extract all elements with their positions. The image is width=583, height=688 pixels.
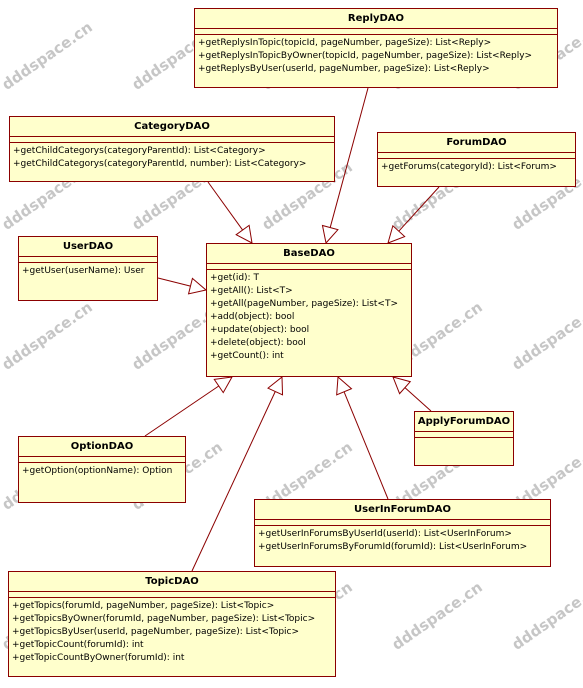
attributes-compartment — [19, 457, 185, 463]
class-name: UserInForumDAO — [255, 500, 550, 520]
operations-compartment: +getChildCategorys(categoryParentId): Li… — [10, 143, 334, 171]
class-name: TopicDAO — [9, 572, 335, 592]
class-name: BaseDAO — [207, 244, 411, 264]
generalization-arrowhead-reply — [321, 224, 339, 245]
operation: +getAll(): List<T> — [210, 286, 293, 296]
operations-compartment: +getForums(categoryId): List<Forum> — [378, 159, 575, 174]
class-category-dao[interactable]: CategoryDAO +getChildCategorys(categoryP… — [9, 116, 335, 182]
watermark-text: dddspace.cn — [508, 298, 583, 374]
operation: +getChildCategorys(categoryParentId, num… — [13, 159, 307, 169]
generalization-line-user — [157, 277, 191, 287]
watermark-text: dddspace.cn — [508, 578, 583, 654]
operations-compartment: +get(id): T +getAll(): List<T> +getAll(pag… — [207, 270, 411, 363]
generalization-arrowhead-userInForum — [336, 375, 353, 396]
generalization-arrowhead-applyForum — [392, 376, 412, 395]
operation: +getTopicsByUser(userId, pageNumber, pag… — [12, 627, 300, 637]
operation: +delete(object): bool — [210, 338, 306, 348]
class-name: ReplyDAO — [195, 9, 557, 29]
operations-compartment: +getTopics(forumId, pageNumber, pageSize… — [9, 598, 335, 665]
operation: +getReplysInTopicByOwner(topicId, pageNu… — [198, 51, 533, 61]
operation: +getUser(userName): User — [22, 266, 145, 276]
attributes-compartment — [207, 264, 411, 270]
generalization-line-topic — [191, 391, 276, 572]
attributes-compartment — [10, 137, 334, 143]
attributes-compartment — [378, 153, 575, 159]
class-name: CategoryDAO — [10, 117, 334, 137]
class-name: ForumDAO — [378, 133, 575, 153]
class-apply-forum-dao[interactable]: ApplyForumDAO — [414, 411, 514, 466]
generalization-line-option — [144, 385, 220, 437]
watermark-text: dddspace.cn — [0, 18, 96, 94]
generalization-line-forum — [398, 186, 440, 232]
operation: +getChildCategorys(categoryParentId): Li… — [13, 146, 266, 156]
class-user-dao[interactable]: UserDAO +getUser(userName): User — [18, 236, 158, 301]
operation: +getCount(): int — [210, 351, 284, 361]
operations-compartment: +getUser(userName): User — [19, 263, 157, 278]
watermark-text: dddspace.cn — [388, 578, 485, 654]
operations-compartment: +getOption(optionName): Option — [19, 463, 185, 478]
class-name: OptionDAO — [19, 437, 185, 457]
class-option-dao[interactable]: OptionDAO +getOption(optionName): Option — [18, 436, 186, 503]
class-name: UserDAO — [19, 237, 157, 257]
operation: +getTopicCount(forumId): int — [12, 640, 144, 650]
class-forum-dao[interactable]: ForumDAO +getForums(categoryId): List<Fo… — [377, 132, 576, 187]
attributes-compartment — [415, 432, 513, 438]
class-topic-dao[interactable]: TopicDAO +getTopics(forumId, pageNumber,… — [8, 571, 336, 677]
attributes-compartment — [195, 29, 557, 35]
class-user-in-forum-dao[interactable]: UserInForumDAO +getUserInForumsByUserId(… — [254, 499, 551, 567]
generalization-arrowhead-topic — [267, 375, 284, 396]
generalization-line-applyForum — [404, 387, 432, 412]
class-reply-dao[interactable]: ReplyDAO +getReplysInTopic(topicId, page… — [194, 8, 558, 88]
generalization-arrowhead-option — [213, 376, 233, 394]
operation: +getUserInForumsByForumId(forumId): List… — [258, 542, 528, 552]
operation: +update(object): bool — [210, 325, 310, 335]
operation: +getTopicsByOwner(forumId, pageNumber, p… — [12, 614, 316, 624]
generalization-line-reply — [329, 87, 369, 228]
operations-compartment: +getUserInForumsByUserId(userId): List<U… — [255, 526, 550, 554]
relations-layer — [144, 87, 440, 572]
attributes-compartment — [9, 592, 335, 598]
watermark-text: dddspace.cn — [0, 298, 96, 374]
generalization-line-category — [207, 181, 244, 231]
generalization-arrowhead-category — [235, 224, 253, 244]
operation: +get(id): T — [210, 273, 259, 283]
generalization-arrowhead-user — [187, 277, 208, 295]
operations-compartment — [415, 438, 513, 440]
attributes-compartment — [255, 520, 550, 526]
operation: +getUserInForumsByUserId(userId): List<U… — [258, 529, 512, 539]
operation: +getAll(pageNumber, pageSize): List<T> — [210, 299, 399, 309]
operation: +getTopics(forumId, pageNumber, pageSize… — [12, 601, 275, 611]
operations-compartment: +getReplysInTopic(topicId, pageNumber, p… — [195, 35, 557, 76]
class-base-dao[interactable]: BaseDAO +get(id): T+getAll(): List<T>+ge… — [206, 243, 412, 377]
operation: +getOption(optionName): Option — [22, 466, 173, 476]
operation: +getForums(categoryId): List<Forum> — [381, 162, 557, 172]
generalization-arrowhead-forum — [387, 224, 406, 244]
operation: +getReplysByUser(userId, pageNumber, pag… — [198, 64, 490, 74]
class-name: ApplyForumDAO — [415, 412, 513, 432]
generalization-line-userInForum — [343, 391, 389, 500]
attributes-compartment — [19, 257, 157, 263]
operation: +getReplysInTopic(topicId, pageNumber, p… — [198, 38, 492, 48]
operation: +add(object): bool — [210, 312, 295, 322]
operation: +getTopicCountByOwner(forumId): int — [12, 653, 185, 663]
